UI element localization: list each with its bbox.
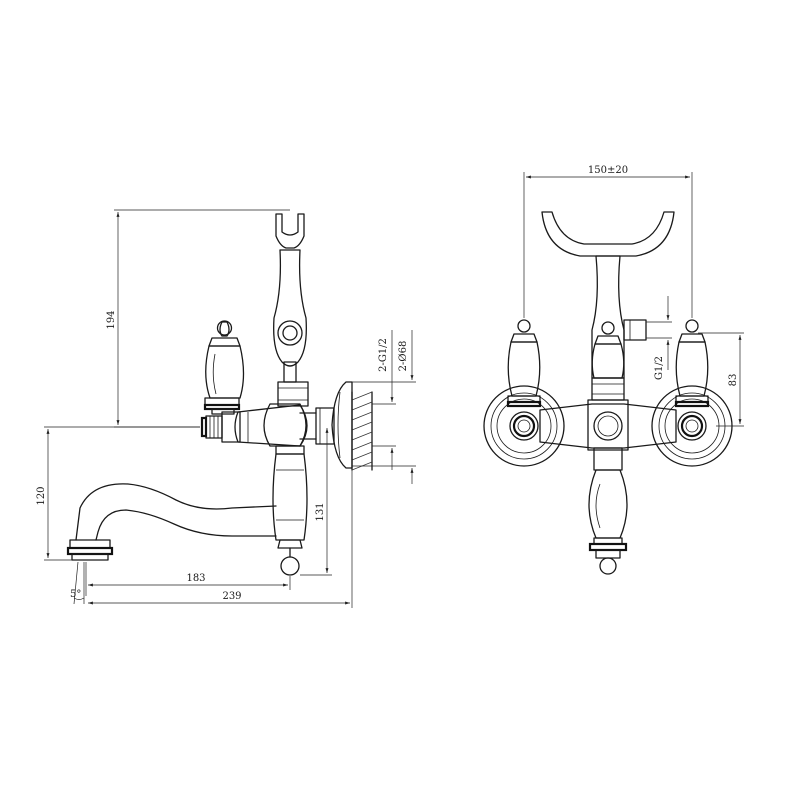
shower-holder	[273, 213, 307, 383]
dim-angle-label: 5°	[70, 589, 81, 600]
dim-183: 183	[85, 562, 291, 596]
spout	[66, 483, 277, 561]
dim-131-label: 131	[315, 502, 326, 521]
dim-131: 131	[300, 428, 332, 576]
front-shower-cradle	[541, 211, 675, 379]
dim-thread-label: 2-G1/2	[378, 338, 389, 372]
dim-194: 194	[106, 209, 290, 428]
dim-239-label: 239	[222, 591, 241, 602]
lever-handle	[203, 320, 245, 415]
dim-194-label: 194	[106, 310, 117, 329]
front-spout	[588, 447, 628, 575]
dim-angle: 5°	[70, 561, 85, 605]
dim-front-thread-label: G1/2	[654, 356, 665, 380]
dim-120: 120	[36, 426, 200, 561]
dim-centers-label: 150±20	[588, 165, 628, 176]
lower-body	[272, 445, 308, 576]
wall-connector	[299, 407, 335, 445]
dim-front-thread: G1/2	[646, 296, 672, 380]
front-left-handle	[506, 319, 542, 408]
dim-120-label: 120	[36, 486, 47, 505]
left-flange	[483, 385, 565, 467]
dim-83-label: 83	[728, 374, 739, 387]
front-view: 150±20 G1/2 83	[483, 165, 744, 575]
dim-83: 83	[698, 332, 744, 427]
wall-section	[331, 381, 373, 471]
dim-centers: 150±20	[523, 165, 693, 318]
front-body	[539, 377, 677, 451]
dim-thread: 2-G1/2	[372, 330, 396, 470]
dim-flange-label: 2-Ø68	[398, 341, 409, 372]
dim-flange: 2-Ø68	[352, 330, 416, 484]
front-center-handle	[591, 321, 625, 379]
dim-239: 239	[88, 470, 353, 608]
dim-183-label: 183	[186, 573, 205, 584]
front-right-handle	[674, 319, 710, 408]
side-view: 194 120 131 2-G1/2 2-	[36, 209, 416, 608]
